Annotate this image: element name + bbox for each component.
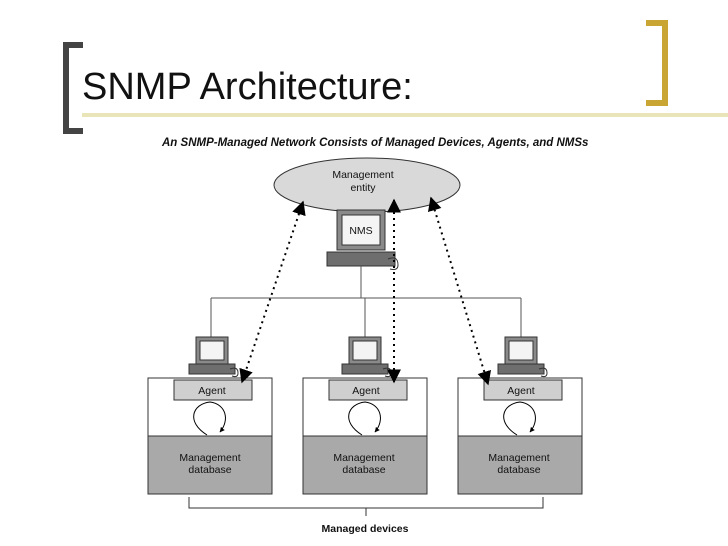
device-computer-icon-1 [188,336,239,378]
database-label-3a: Management [488,452,549,464]
snmp-arrow-right [427,196,492,386]
left-bracket [63,42,69,134]
right-bracket [662,20,668,106]
right-bracket-bottom [646,100,668,106]
agent-label-2: Agent [352,385,380,397]
management-entity-line2: entity [350,182,376,194]
database-label-1a: Management [179,452,240,464]
database-label-1b: database [188,464,231,476]
nms-label: NMS [349,225,372,237]
title-underline [82,113,728,117]
right-bracket-top [646,20,668,26]
left-bracket-bottom [63,128,83,134]
agent-label-1: Agent [198,385,226,397]
managed-devices-brace [188,497,544,509]
nms-computer-icon [326,209,399,270]
device-computer-icon-2 [341,336,392,378]
diagram-caption: An SNMP-Managed Network Consists of Mana… [161,137,588,149]
managed-devices-label: Managed devices [322,523,409,535]
database-label-3b: database [497,464,540,476]
management-entity-line1: Management [332,169,393,181]
device-computer-icon-3 [497,336,548,378]
managed-device-1 [147,377,273,495]
managed-device-3 [457,377,583,495]
managed-device-2 [302,377,428,495]
database-label-2b: database [342,464,385,476]
agent-label-3: Agent [507,385,535,397]
snmp-arrow-left [239,200,306,384]
left-bracket-top [63,42,83,48]
database-label-2a: Management [333,452,394,464]
slide-title: SNMP Architecture: [82,66,413,108]
